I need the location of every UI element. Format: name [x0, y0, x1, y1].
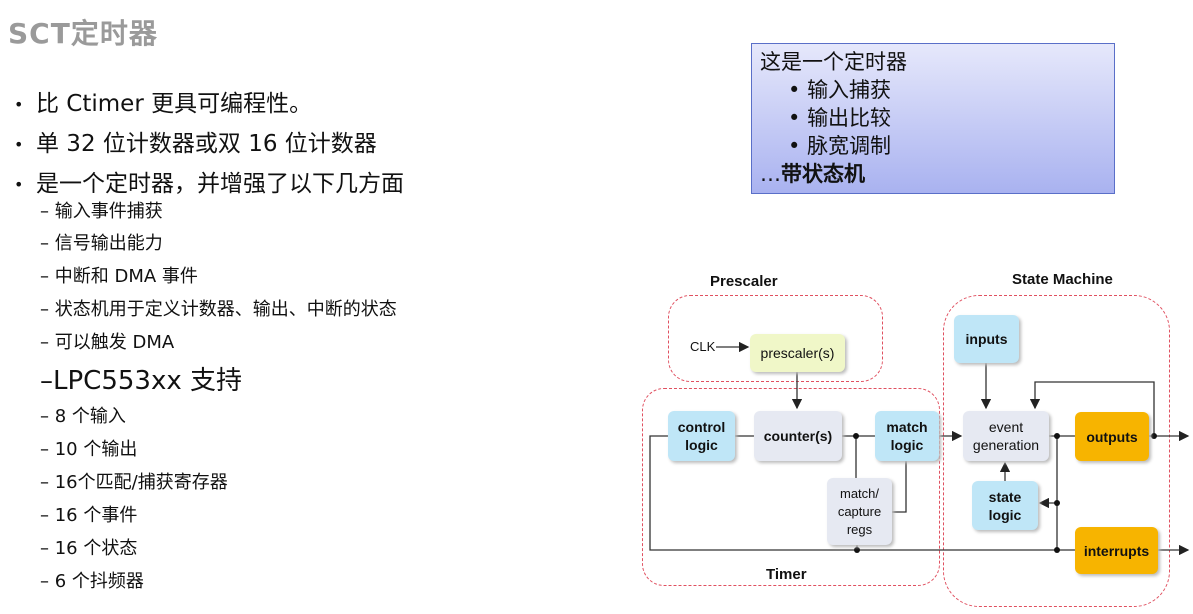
- control-logic-block: control logic: [668, 411, 735, 461]
- prescaler-label: Prescaler: [710, 273, 778, 290]
- sub-item: – 状态机用于定义计数器、输出、中断的状态: [40, 299, 397, 320]
- callout-item: • 脉宽调制: [788, 134, 892, 158]
- inputs-block: inputs: [954, 315, 1019, 363]
- callout-item: • 输入捕获: [788, 78, 892, 102]
- event-generation-block: event generation: [963, 411, 1049, 461]
- prescaler-group: [668, 295, 883, 382]
- sub-item: – 10 个输出: [40, 439, 138, 460]
- callout-box: 这是一个定时器 • 输入捕获 • 输出比较 • 脉宽调制 …带状态机: [751, 43, 1115, 194]
- sub-item: – 输入事件捕获: [40, 201, 163, 222]
- state-machine-label: State Machine: [1012, 271, 1113, 288]
- page-title: SCT定时器: [8, 17, 158, 50]
- timer-group: [642, 388, 940, 586]
- timer-label: Timer: [766, 566, 807, 583]
- prescaler-block: prescaler(s): [750, 334, 845, 372]
- bullet-item: •单 32 位计数器或双 16 位计数器: [14, 131, 377, 157]
- sub-item: – 16 个事件: [40, 505, 138, 526]
- sub-item: – 可以触发 DMA: [40, 332, 175, 353]
- sub-item: – 6 个抖频器: [40, 571, 144, 592]
- sub-item: – 16 个状态: [40, 538, 138, 559]
- bullet-item: •是一个定时器，并增强了以下几方面: [14, 171, 404, 197]
- bullet-item: •比 Ctimer 更具可编程性。: [14, 91, 313, 117]
- callout-footer: …带状态机: [760, 162, 865, 186]
- outputs-block: outputs: [1075, 412, 1149, 461]
- sub-item: – 16个匹配/捕获寄存器: [40, 472, 228, 493]
- state-machine-group: [943, 295, 1170, 607]
- sub-item: – 8 个输入: [40, 406, 126, 427]
- match-capture-regs-block: match/ capture regs: [827, 478, 892, 545]
- clk-label: CLK: [690, 339, 716, 354]
- sub-item: – 中断和 DMA 事件: [40, 266, 198, 287]
- interrupts-block: interrupts: [1075, 527, 1158, 574]
- sub-item: – 信号输出能力: [40, 233, 163, 254]
- sub-item: –LPC553xx 支持: [40, 366, 242, 396]
- callout-heading: 这是一个定时器: [760, 50, 907, 74]
- counter-block: counter(s): [754, 411, 842, 461]
- callout-item: • 输出比较: [788, 106, 892, 130]
- state-logic-block: state logic: [972, 481, 1038, 530]
- match-logic-block: match logic: [875, 411, 939, 461]
